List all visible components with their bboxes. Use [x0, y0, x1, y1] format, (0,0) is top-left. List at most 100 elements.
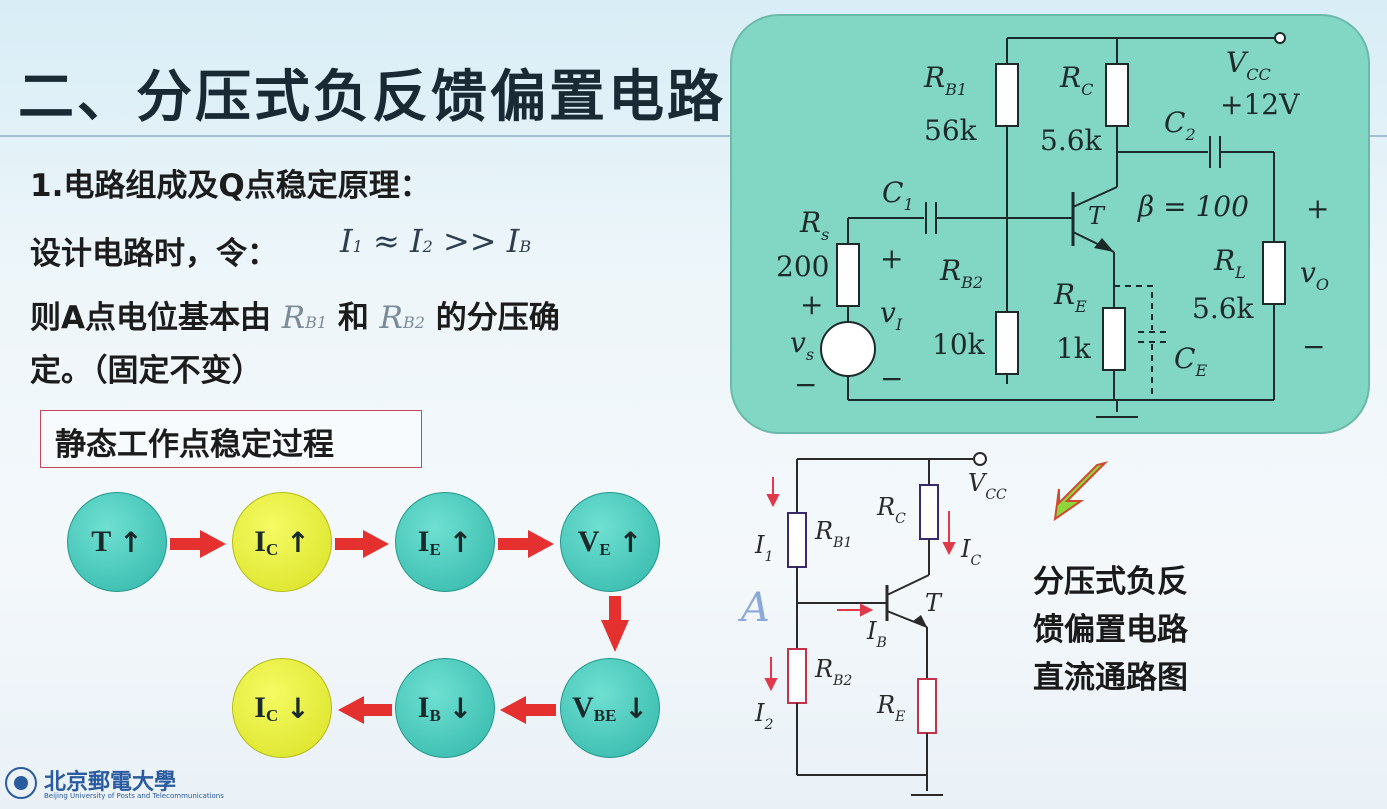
vo-minus: − — [1302, 330, 1325, 363]
svg-text:VCC: VCC — [968, 469, 1007, 503]
logo-name: 北京郵電大學 — [44, 769, 177, 795]
svg-text:RC: RC — [876, 493, 906, 527]
dc-caption: 分压式负反 馈偏置电路 直流通路图 — [1033, 558, 1188, 702]
svg-text:vI: vI — [880, 296, 903, 334]
line-a-rb1: RB1 — [281, 300, 328, 336]
emitter-arrow-icon — [1094, 238, 1114, 252]
svg-text:RB1: RB1 — [923, 61, 967, 99]
dc-caption-line-1: 分压式负反 — [1033, 564, 1188, 600]
flow-arrows — [170, 530, 629, 724]
flow-arrow-2 — [335, 530, 389, 558]
rs-value: 200 — [776, 250, 829, 283]
rl-label: R — [1213, 244, 1235, 277]
rc-label: R — [1059, 61, 1081, 94]
university-emblem-icon — [5, 767, 37, 799]
vo-plus: + — [1306, 192, 1329, 225]
dc-rc-label: R — [876, 493, 895, 521]
line-a: 则A点电位基本由 RB1 和 RB2 的分压确 — [30, 292, 560, 337]
dc-vcc-label: V — [968, 469, 988, 497]
node-a-label: A — [737, 585, 770, 631]
svg-text:I2: I2 — [754, 699, 773, 733]
formula-text: I1 ≈ I2 >> IB — [340, 222, 532, 260]
svg-text:RB2: RB2 — [814, 655, 852, 689]
line-a-and: 和 — [337, 300, 369, 336]
flow-arrow-4 — [601, 596, 629, 652]
dc-transistor-label: T — [925, 589, 943, 617]
svg-text:CE: CE — [1174, 342, 1207, 380]
svg-text:RE: RE — [1053, 278, 1087, 316]
dc-caption-line-3: 直流通路图 — [1033, 660, 1188, 696]
arrow-down-icon: ↓ — [624, 691, 648, 725]
rb2-label: R — [939, 254, 961, 287]
rs-label: R — [799, 206, 821, 239]
svg-text:VCC: VCC — [1226, 46, 1271, 84]
dc-caption-line-2: 馈偏置电路 — [1033, 612, 1188, 648]
flow-node-t-label: T — [91, 525, 112, 558]
design-formula: I1 ≈ I2 >> IB — [340, 222, 531, 260]
re-value: 1k — [1056, 332, 1092, 365]
flow-node-ie-label: I — [417, 525, 430, 558]
circuit-dc-path: VCC RB1 RC I1 IC A T IB RB2 RE I2 — [737, 452, 1007, 796]
flow-arrow-6 — [338, 696, 392, 724]
dc-re-label: R — [876, 691, 895, 719]
university-logo: 北京郵電大學 Beijing University of Posts and T… — [4, 762, 244, 806]
svg-text:vO: vO — [1300, 256, 1329, 294]
flow-node-vbe-label: V — [572, 691, 594, 724]
arrow-down-icon: ↓ — [286, 691, 310, 725]
line-a-rb2: RB2 — [379, 300, 425, 336]
dc-ic-label: I — [960, 535, 971, 563]
flow-node-ic-label: I — [254, 525, 266, 558]
dc-rb1-label: R — [814, 517, 833, 545]
vs-minus: − — [794, 368, 817, 401]
flow-node-t: T↑ — [67, 492, 167, 592]
design-prefix: 设计电路时，令： — [30, 236, 278, 272]
svg-text:vs: vs — [790, 326, 814, 364]
ib-arrow-icon — [860, 603, 874, 617]
section-heading: 1.电路组成及Q点稳定原理： — [30, 168, 431, 204]
svg-text:C1: C1 — [882, 176, 914, 214]
vs-label: v — [790, 326, 806, 359]
emitter-arrow-dc-icon — [913, 615, 927, 627]
svg-text:C2: C2 — [1164, 106, 1196, 144]
dc-rb2-label: R — [814, 655, 833, 683]
page-title: 二、分压式负反馈偏置电路 — [18, 65, 726, 130]
process-title-box: 静态工作点稳定过程 — [40, 410, 422, 468]
title-divider — [0, 135, 1387, 137]
dc-i2-label: I — [754, 699, 765, 727]
logo-subtitle: Beijing University of Posts and Telecomm… — [44, 792, 224, 800]
arrow-up-icon: ↑ — [618, 525, 643, 559]
rb1-value: 56k — [924, 114, 978, 147]
beta-label: β = 100 — [1137, 190, 1249, 223]
line-a-pre: 则A点电位基本由 — [30, 300, 271, 336]
line-b: 定。（固定不变） — [30, 353, 263, 389]
arrow-up-icon: ↑ — [119, 525, 143, 559]
line-a-post: 的分压确 — [435, 300, 560, 336]
svg-text:RC: RC — [1059, 61, 1093, 99]
arrow-down-icon: ↓ — [448, 691, 473, 725]
svg-text:I1: I1 — [754, 531, 773, 565]
flow-arrow-3 — [498, 530, 554, 558]
vcc-label: V — [1226, 46, 1249, 79]
dc-i1-label: I — [754, 531, 765, 559]
svg-text:IC: IC — [960, 535, 981, 569]
ic-arrow-icon — [942, 542, 956, 556]
svg-text:RL: RL — [1213, 244, 1246, 282]
dc-ib-label: I — [866, 617, 877, 645]
svg-text:RE: RE — [876, 691, 905, 725]
vi-plus: + — [880, 242, 903, 275]
arrow-up-icon: ↑ — [448, 525, 473, 559]
svg-text:RB1: RB1 — [814, 517, 852, 551]
svg-text:RB2: RB2 — [939, 254, 983, 292]
c2-label: C — [1164, 106, 1185, 139]
flow-node-ib-label: I — [417, 691, 430, 724]
flow-node-ic2-label: I — [254, 691, 266, 724]
rb1-label: R — [923, 61, 945, 94]
design-line: 设计电路时，令： — [30, 228, 278, 273]
ce-label: C — [1174, 342, 1195, 375]
